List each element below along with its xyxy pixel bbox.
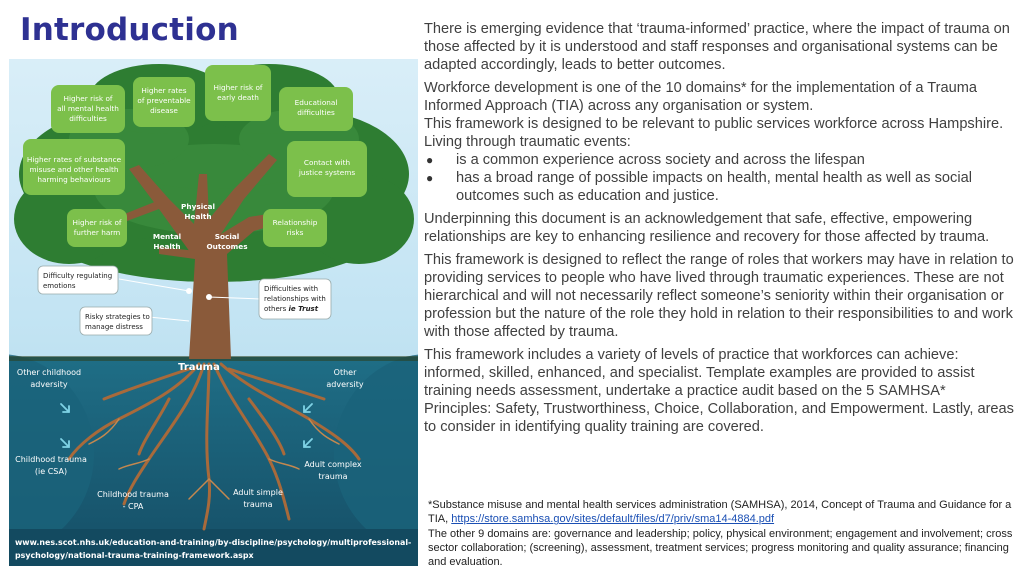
paragraph-roles: This framework is designed to reflect th… <box>424 252 1014 340</box>
footnote-domains: The other 9 domains are: governance and … <box>428 527 1013 569</box>
tree-roots <box>67 362 361 531</box>
bullet-item: has a broad range of possible impacts on… <box>424 169 1016 205</box>
footnote: *Substance misuse and mental health serv… <box>428 498 1018 569</box>
body-text-column: There is emerging evidence that ‘trauma-… <box>424 20 1016 441</box>
slide-title: Introduction <box>20 12 239 48</box>
trunk-label: Trauma <box>178 362 220 373</box>
paragraph-levels: This framework includes a variety of lev… <box>424 347 1014 435</box>
callout-boxes <box>37 265 332 336</box>
bullet-item: is a common experience across society an… <box>424 151 1016 169</box>
tree-trunk <box>117 154 301 359</box>
paragraph-workforce: Workforce development is one of the 10 d… <box>424 80 977 114</box>
bullet-list: is a common experience across society an… <box>424 151 1016 205</box>
leaf-boxes <box>23 65 367 247</box>
arrow-icons <box>60 403 313 448</box>
url-band <box>9 529 418 566</box>
ground-childhood-trauma-csa: Childhood trauma(ie CSA) <box>15 455 87 476</box>
source-url-line-1: www.nes.scot.nhs.uk/education-and-traini… <box>15 538 411 547</box>
samhsa-link[interactable]: https://store.samhsa.gov/sites/default/f… <box>451 513 775 526</box>
ground-childhood-trauma-cpa: Childhood trauma- CPA <box>97 490 169 511</box>
footnote-citation: *Substance misuse and mental health serv… <box>428 499 1012 526</box>
source-url-line-2: psychology/national-trauma-training-fram… <box>15 551 254 560</box>
paragraph-evidence: There is emerging evidence that ‘trauma-… <box>424 21 1010 73</box>
paragraph-hampshire: This framework is designed to be relevan… <box>424 116 1004 150</box>
paragraph-underpinning: Underpinning this document is an acknowl… <box>424 211 990 245</box>
